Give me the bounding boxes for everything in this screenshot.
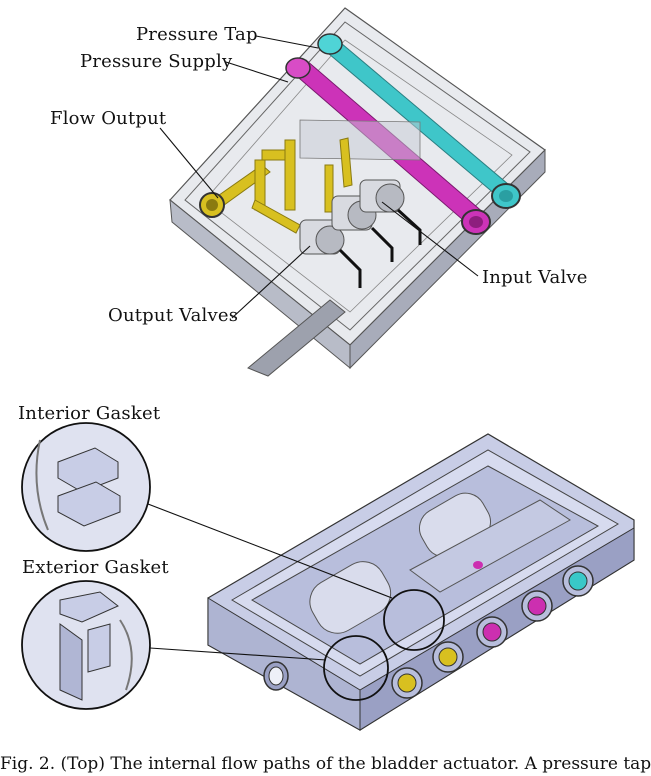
front-ports: [391, 565, 594, 699]
top-figure-drawing: [159, 7, 546, 377]
output-valves: [299, 195, 377, 255]
label-exterior-gasket: Exterior Gasket: [22, 557, 169, 578]
label-pressure-supply: Pressure Supply: [80, 51, 233, 72]
pressure-tap-channel: [317, 33, 521, 209]
top-leader-lines: [159, 35, 479, 319]
interior-gasket-marker: [383, 589, 445, 651]
flow-output-channel: [199, 137, 353, 234]
interior-gasket-detail: [21, 422, 151, 552]
exterior-gasket-detail: [21, 580, 151, 710]
exterior-gasket-marker: [323, 635, 389, 701]
bottom-leader-lines: [147, 503, 393, 661]
label-pressure-tap: Pressure Tap: [136, 24, 258, 45]
label-input-valve: Input Valve: [482, 267, 588, 288]
label-flow-output: Flow Output: [50, 108, 167, 129]
input-valve: [359, 179, 405, 213]
label-output-valves: Output Valves: [108, 305, 239, 326]
figure-caption: Fig. 2. (Top) The internal flow paths of…: [0, 754, 651, 774]
tubing-cable: [247, 299, 346, 377]
label-interior-gasket: Interior Gasket: [18, 403, 161, 424]
